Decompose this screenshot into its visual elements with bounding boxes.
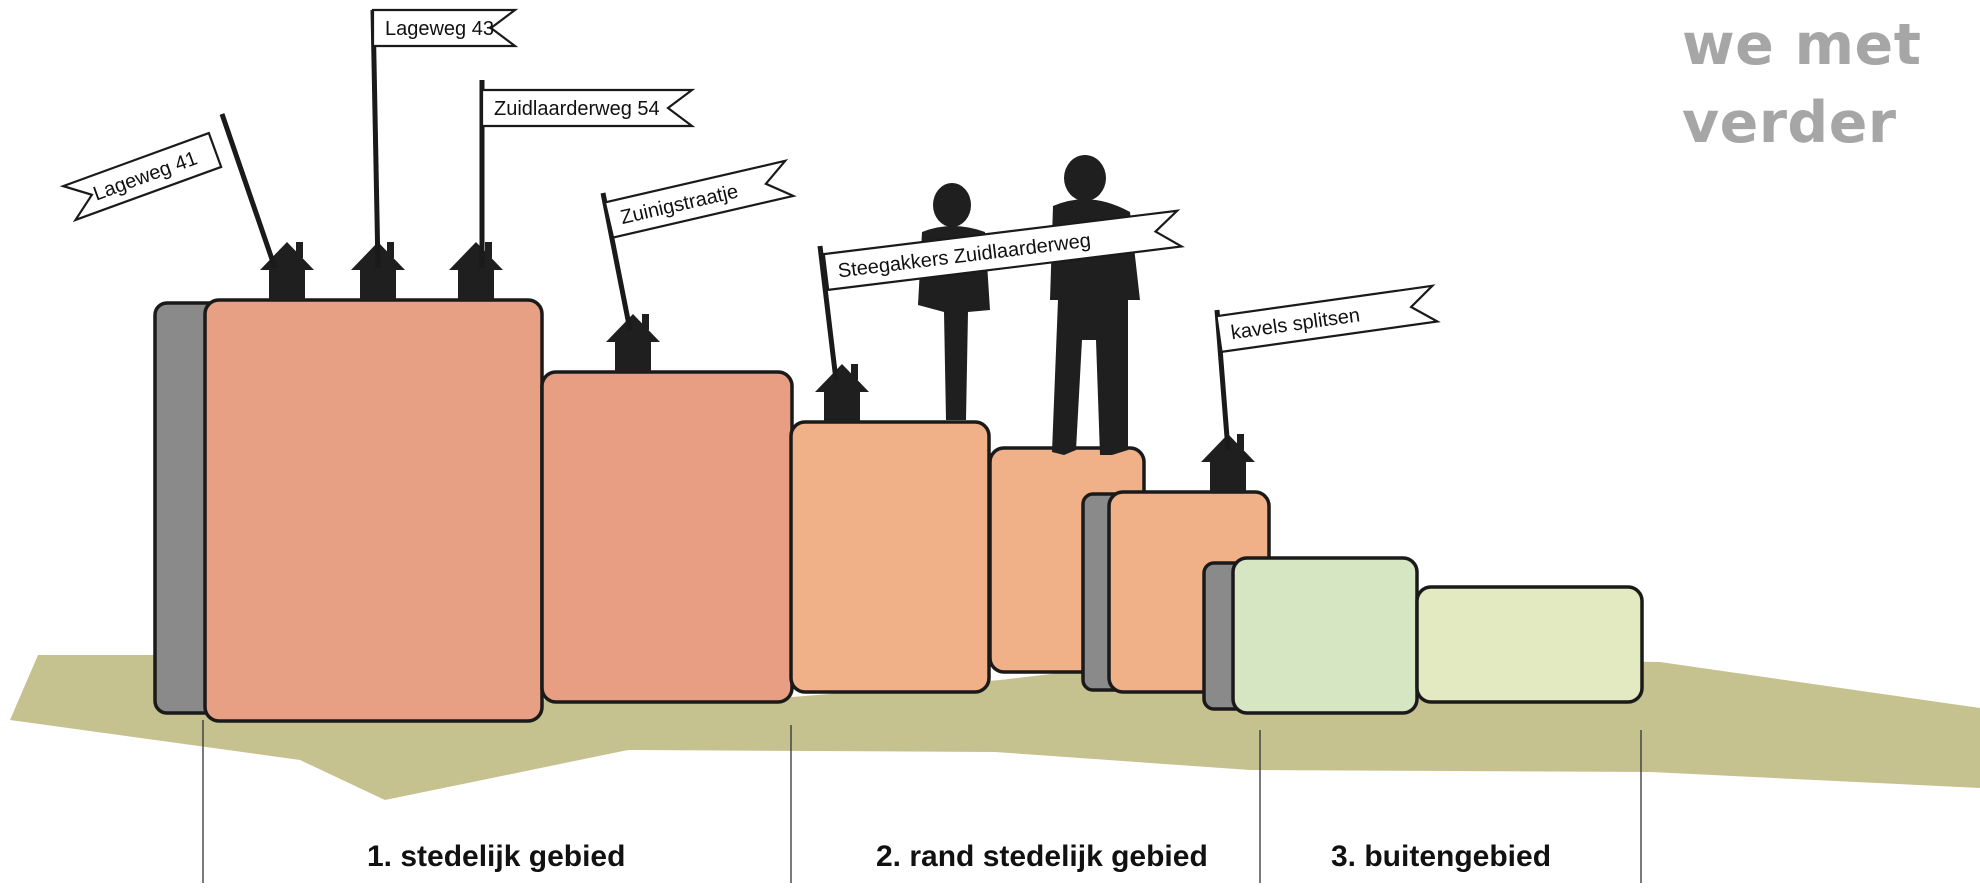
blocks	[153, 298, 1644, 723]
flag-banner	[1215, 284, 1441, 354]
flag-pole	[219, 113, 278, 269]
person-left-icon	[918, 183, 990, 420]
flag-pole	[817, 245, 839, 381]
flag-banner	[59, 131, 223, 223]
flag-label: Lageweg 43	[385, 18, 494, 40]
block-2	[540, 370, 794, 704]
heading-line-2: verder	[1682, 90, 1897, 156]
house-icon	[815, 364, 869, 422]
flag-banner	[603, 159, 797, 239]
zone-label-2: 2. rand stedelijk gebied	[876, 840, 1208, 873]
person-right-icon	[1050, 155, 1140, 455]
zone-label-3: 3. buitengebied	[1331, 840, 1551, 873]
flag-zuinigstraatje: Zuinigstraatje	[600, 159, 797, 331]
block-3	[789, 420, 991, 694]
flag-banner	[480, 88, 696, 128]
flag-lageweg-43: Lageweg 43	[370, 8, 519, 269]
block-7	[1415, 585, 1644, 704]
flag-kavels-splitsen: kavels splitsen	[1214, 284, 1441, 451]
flag-pole	[370, 9, 381, 269]
block-1	[203, 298, 544, 723]
flag-zuidlaarderweg-54: Zuidlaarderweg 54	[479, 80, 696, 268]
zone-label-1: 1. stedelijk gebied	[367, 840, 625, 873]
flag-lageweg-41: Lageweg 41	[59, 113, 278, 269]
flag-banner	[371, 8, 519, 48]
house-icon	[606, 314, 660, 372]
house-icon	[449, 242, 503, 300]
block-6	[1231, 556, 1419, 715]
heading-line-1: we met	[1682, 12, 1922, 78]
zone-dividers	[202, 720, 1642, 883]
flag-label: Zuidlaarderweg 54	[494, 98, 660, 120]
flags: Lageweg 41 Lageweg 43 Zuidlaarderweg 54 Zui…	[59, 8, 1441, 451]
flag-banner	[822, 209, 1185, 292]
